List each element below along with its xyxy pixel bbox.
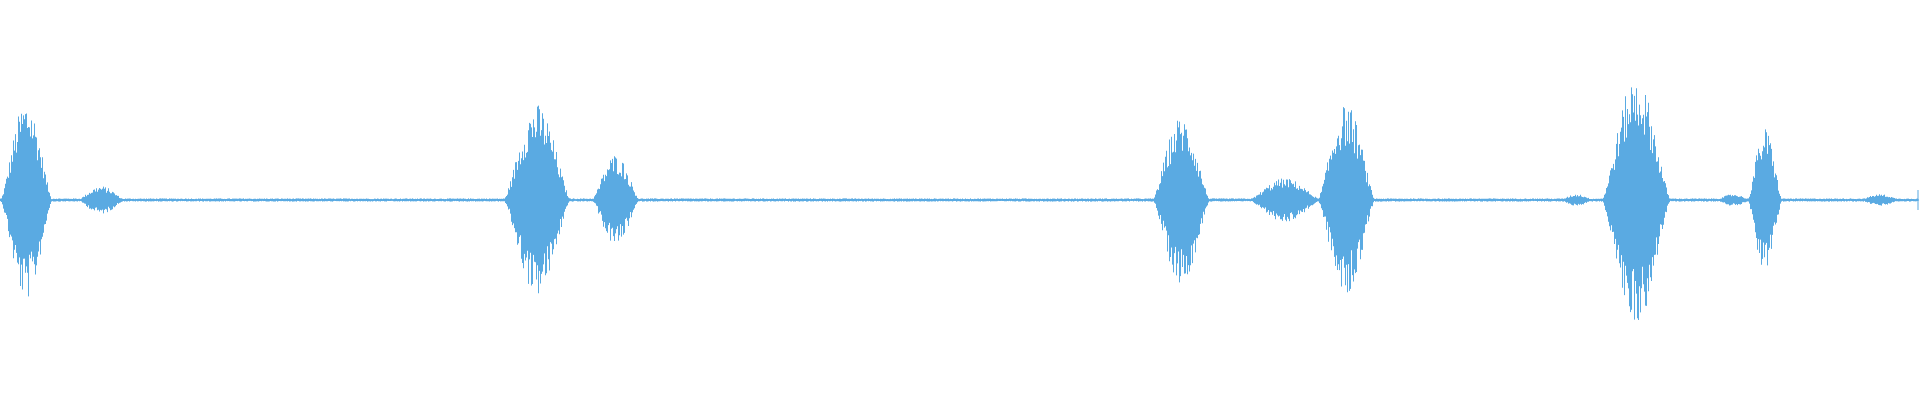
waveform-amplitude-trace (0, 87, 1918, 320)
waveform-samples (0, 87, 1920, 320)
